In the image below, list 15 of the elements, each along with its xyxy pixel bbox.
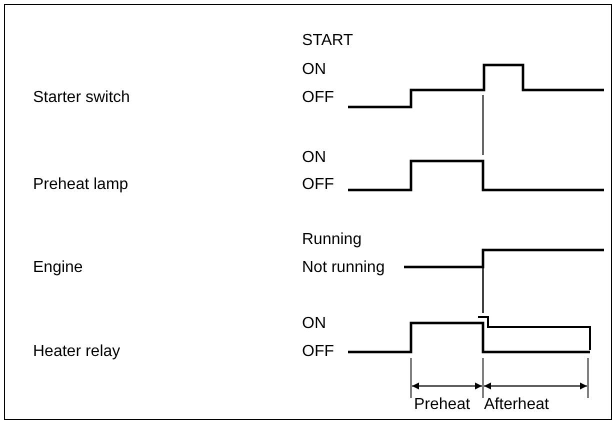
state-label: OFF	[302, 88, 334, 108]
period-label: Afterheat	[484, 395, 549, 415]
state-label: ON	[302, 60, 326, 80]
state-label: Not running	[302, 258, 385, 278]
state-label: OFF	[302, 175, 334, 195]
state-label: OFF	[302, 342, 334, 362]
signal-name: Preheat lamp	[33, 175, 128, 195]
state-label: ON	[302, 148, 326, 168]
state-label: ON	[302, 314, 326, 334]
state-label: Running	[302, 230, 362, 250]
signal-name: Heater relay	[33, 342, 120, 362]
period-label: Preheat	[414, 395, 470, 415]
signal-name: Starter switch	[33, 88, 130, 108]
state-label: START	[302, 31, 353, 51]
signal-name: Engine	[33, 258, 83, 278]
